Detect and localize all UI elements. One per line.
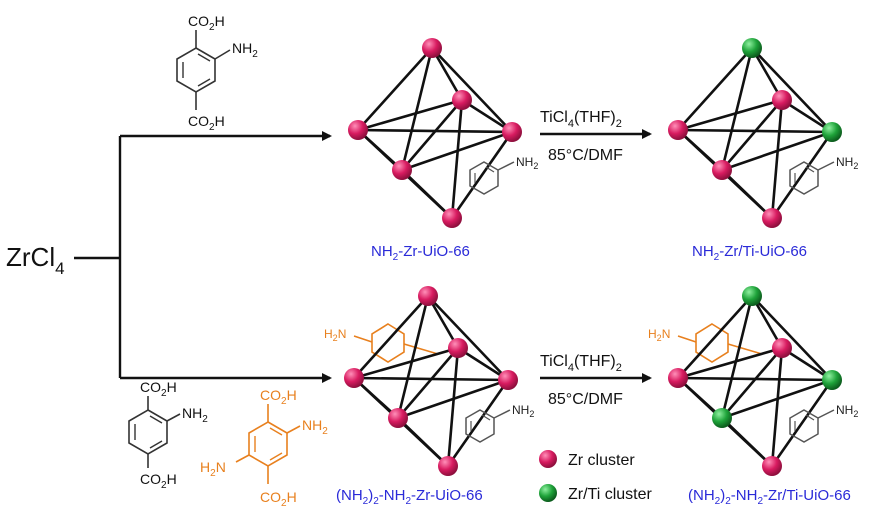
- zr-cluster-node: [418, 286, 438, 306]
- svg-text:TiCl4(THF)2: TiCl4(THF)2: [540, 109, 622, 130]
- zrti-cluster-node: [822, 122, 842, 142]
- aryl-amine-group: NH2: [789, 155, 858, 195]
- zr-cluster-node: [348, 120, 368, 140]
- amino-text: NH2: [516, 155, 538, 171]
- framework-nh2-zr: NH2: [348, 38, 538, 228]
- zr-cluster-node: [392, 160, 412, 180]
- linker-bottom-a: CO2H NH2 CO2H: [128, 379, 208, 491]
- branch-lines: [74, 131, 332, 383]
- zr-cluster-node: [438, 456, 458, 476]
- svg-text:TiCl4(THF)2: TiCl4(THF)2: [540, 353, 622, 374]
- aryl-amine-group: NH2: [469, 155, 538, 195]
- zr-cluster-node: [762, 208, 782, 228]
- legend-zrti-marker: [539, 484, 557, 502]
- amino-text: NH2: [512, 403, 534, 419]
- svg-text:CO2H: CO2H: [188, 113, 225, 133]
- zr-cluster-node: [668, 368, 688, 388]
- framework-edges: [676, 294, 834, 468]
- zr-cluster-node: [772, 90, 792, 110]
- linker-top: CO2H NH2 CO2H: [176, 13, 258, 133]
- orange-amino-text: H2N: [648, 327, 670, 343]
- zrti-cluster-node: [742, 286, 762, 306]
- svg-text:CO2H: CO2H: [140, 471, 177, 491]
- label-p3: (NH2)2-NH2-Zr-UiO-66: [336, 487, 483, 507]
- zrcl-sub: 4: [55, 259, 64, 278]
- linker-bottom-b: CO2H NH2 H2N CO2H: [200, 387, 328, 509]
- zr-cluster-node: [772, 338, 792, 358]
- zrti-cluster-node: [822, 370, 842, 390]
- svg-text:ZrCl4: ZrCl4: [6, 242, 65, 278]
- zrcl-text: ZrCl: [6, 242, 55, 272]
- zr-cluster-node: [344, 368, 364, 388]
- zr-cluster-node: [452, 90, 472, 110]
- svg-text:NH2: NH2: [182, 405, 208, 425]
- amino-text: NH2: [836, 403, 858, 419]
- zr-cluster-node: [762, 456, 782, 476]
- zr-cluster-node: [498, 370, 518, 390]
- zrti-cluster-node: [712, 408, 732, 428]
- amino-text: NH2: [836, 155, 858, 171]
- framework-nh22-zr: H2N NH2: [324, 286, 534, 476]
- framework-edges: [352, 294, 510, 468]
- zr-cluster-node: [422, 38, 442, 58]
- svg-text:CO2H: CO2H: [260, 489, 297, 509]
- zr-cluster-node: [712, 160, 732, 180]
- svg-text:NH2: NH2: [302, 417, 328, 437]
- label-p4: (NH2)2-NH2-Zr/Ti-UiO-66: [688, 487, 851, 507]
- zr-cluster-node: [502, 122, 522, 142]
- aryl-amine-group: NH2: [465, 403, 534, 443]
- orange-amino-text: H2N: [324, 327, 346, 343]
- svg-text:NH2: NH2: [232, 40, 258, 60]
- legend-zrti-label: Zr/Ti cluster: [568, 486, 653, 503]
- framework-edges: [676, 46, 834, 220]
- framework-edges: [356, 46, 514, 220]
- starting-reagent: ZrCl4: [6, 242, 65, 278]
- orange-aryl-amine: H2N: [648, 323, 763, 363]
- reaction-step-top: TiCl4(THF)2 85°C/DMF: [540, 109, 652, 164]
- zr-cluster-node: [448, 338, 468, 358]
- zrti-cluster-node: [742, 38, 762, 58]
- svg-text:85°C/DMF: 85°C/DMF: [548, 391, 623, 408]
- zr-cluster-node: [388, 408, 408, 428]
- svg-text:CO2H: CO2H: [260, 387, 297, 407]
- svg-text:CO2H: CO2H: [140, 379, 177, 399]
- svg-text:H2N: H2N: [200, 459, 226, 479]
- aryl-amine-group: NH2: [789, 403, 858, 443]
- legend: Zr cluster Zr/Ti cluster: [539, 450, 653, 503]
- cluster-nodes: [668, 38, 842, 228]
- orange-aryl-amine: H2N: [324, 323, 439, 363]
- framework-nh2-zrti: NH2: [668, 38, 858, 228]
- svg-text:CO2H: CO2H: [188, 13, 225, 33]
- cluster-nodes: [668, 286, 842, 476]
- legend-zr-marker: [539, 450, 557, 468]
- label-p1: NH2-Zr-UiO-66: [371, 243, 470, 263]
- zr-cluster-node: [442, 208, 462, 228]
- label-p2: NH2-Zr/Ti-UiO-66: [692, 243, 807, 263]
- cluster-nodes: [348, 38, 522, 228]
- legend-zr-label: Zr cluster: [568, 452, 635, 469]
- reaction-step-bottom: TiCl4(THF)2 85°C/DMF: [540, 353, 652, 408]
- framework-nh22-zrti: H2N NH2: [648, 286, 858, 476]
- cluster-nodes: [344, 286, 518, 476]
- svg-text:85°C/DMF: 85°C/DMF: [548, 147, 623, 164]
- zr-cluster-node: [668, 120, 688, 140]
